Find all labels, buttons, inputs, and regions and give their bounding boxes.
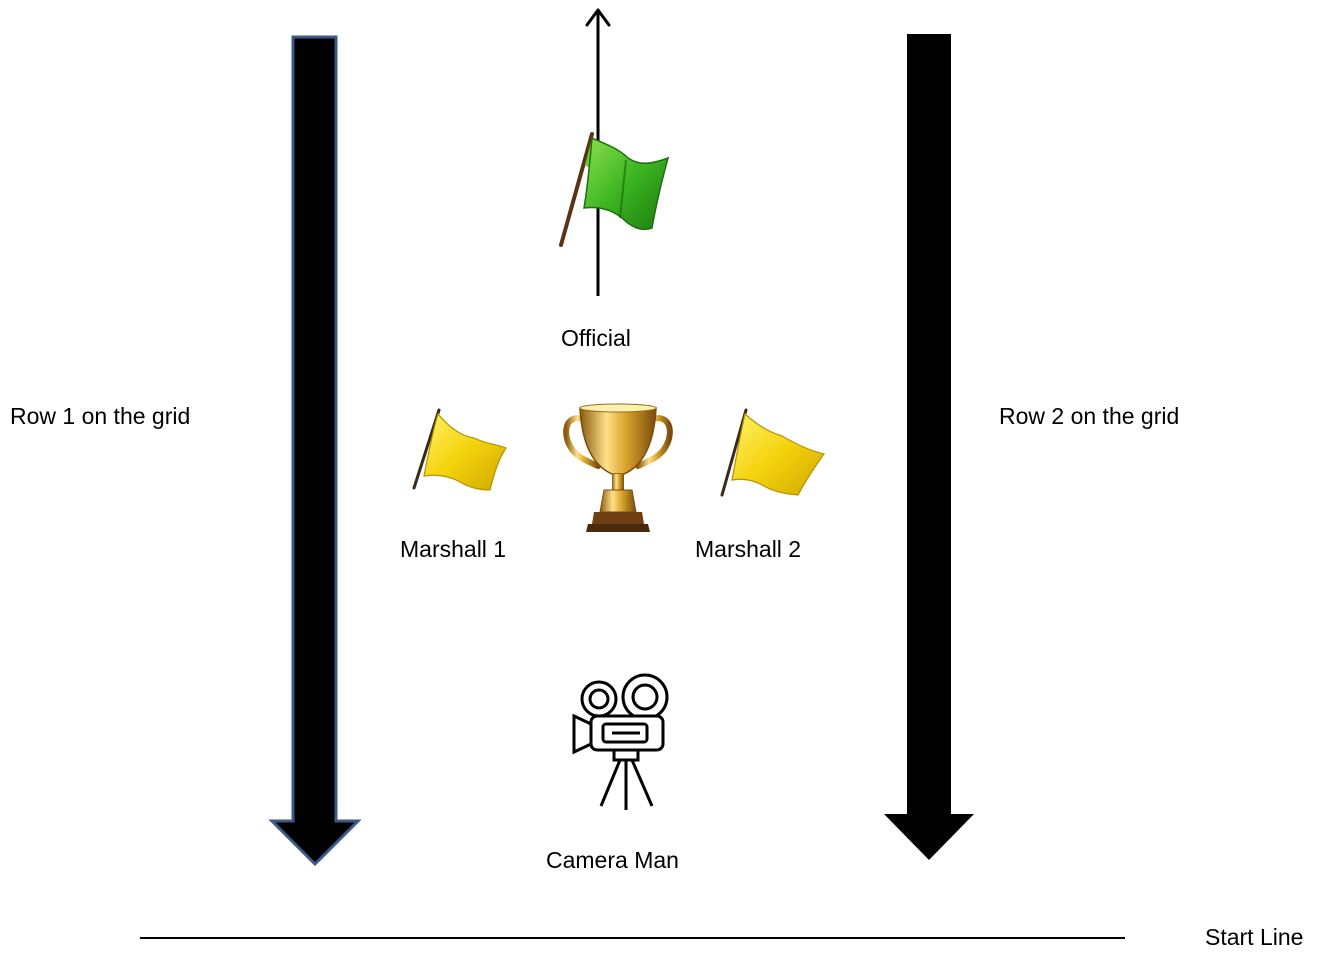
row2-label: Row 2 on the grid (999, 403, 1180, 429)
start-line-label: Start Line (1205, 924, 1304, 950)
marshall2-label: Marshall 2 (695, 536, 802, 562)
row2-arrow (884, 34, 974, 860)
row1-arrow (268, 35, 362, 867)
yellow-flag-icon (412, 408, 507, 491)
movie-camera-icon (572, 673, 669, 810)
official-label: Official (561, 325, 631, 351)
row1-label: Row 1 on the grid (10, 403, 191, 429)
camera-man-label: Camera Man (546, 847, 679, 873)
green-flag-icon (559, 132, 670, 247)
yellow-flag-icon (720, 408, 826, 497)
trophy-icon (563, 403, 673, 532)
marshall1-label: Marshall 1 (400, 536, 507, 562)
